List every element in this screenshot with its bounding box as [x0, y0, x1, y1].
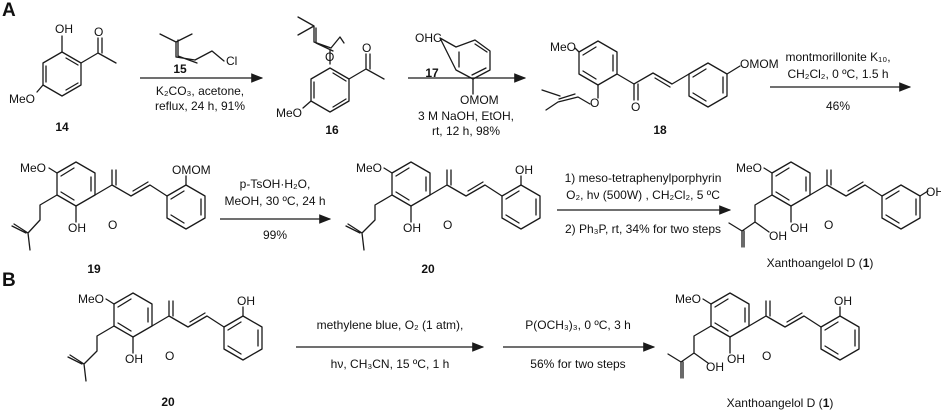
b-step1-conditions-line1: methylene blue, O₂ (1 atm),	[316, 318, 464, 332]
c18-omom-label: OMOM	[740, 57, 779, 71]
c20a-o-ketone-label: O	[443, 218, 453, 232]
compound-18-number: 18	[653, 123, 667, 137]
c19-omom-label: OMOM	[172, 163, 211, 177]
step4-conditions-line1: p-TsOH·H₂O,	[239, 177, 311, 191]
c20b-oh-label: OH	[125, 352, 143, 366]
c19-oh-label: OH	[68, 221, 86, 235]
b-step2-conditions-line2: 56% for two steps	[530, 357, 626, 371]
step5-conditions-line2: O₂, hν (500W) , CH₂Cl₂, 5 ºC	[566, 188, 720, 202]
c20a-meo-label: MeO	[356, 161, 383, 175]
xd-b-o-ketone-label: O	[762, 349, 772, 363]
xd-b-oh-chelated-label: OH	[727, 352, 745, 366]
c19-o-ketone-label: O	[108, 218, 118, 232]
step1-conditions-line2: reflux, 24 h, 91%	[154, 99, 246, 113]
b-step2-conditions-line1: P(OCH₃)₃, 0 ºC, 3 h	[525, 318, 631, 332]
xd-a-oh-phenol-label: OH	[926, 185, 941, 199]
compound-19-structure	[11, 161, 206, 251]
xanthoangelol-d-structure-b	[667, 292, 860, 379]
panel-label-b: B	[2, 270, 16, 291]
xanthoangelol-d-caption-b: Xanthoangelol D (1)	[726, 396, 834, 410]
compound-20-number-a: 20	[421, 262, 435, 276]
compound-20-number-b: 20	[161, 395, 175, 409]
compound-20-structure-a	[345, 161, 541, 251]
step4-yield: 99%	[262, 228, 288, 242]
compound-15-structure	[159, 33, 225, 64]
c20b-meo-label: MeO	[78, 292, 105, 306]
step5-conditions-line3: 2) Ph₃P, rt, 34% for two steps	[564, 222, 722, 236]
c18-meo-label: MeO	[550, 40, 577, 54]
xd-a-oh-chelated-label: OH	[790, 221, 808, 235]
c17-omom-label: OMOM	[460, 93, 499, 107]
step3-conditions-line2: CH₂Cl₂, 0 ºC, 1.5 h	[787, 67, 889, 81]
xd-b-name: Xanthoangelol D	[726, 396, 816, 410]
b-step1-conditions-line2: hν, CH₃CN, 15 ºC, 1 h	[330, 357, 450, 371]
c19-meo-label: MeO	[20, 161, 47, 175]
xd-a-oh-secondary-label: OH	[769, 229, 787, 243]
xd-b-oh-secondary-label: OH	[706, 360, 724, 374]
c14-oh-label: OH	[55, 22, 73, 36]
c16-o-ether-label: O	[325, 50, 335, 64]
compound-14-structure	[36, 35, 117, 97]
xd-b-number: 1	[822, 396, 830, 410]
c20a-oh-phenol-label: OH	[515, 163, 533, 177]
compound-16-structure	[297, 16, 385, 113]
c20b-oh-phenol-label: OH	[237, 294, 255, 308]
xanthoangelol-d-structure-a	[728, 161, 929, 248]
c15-cl-label: Cl	[226, 54, 238, 68]
compound-16-number: 16	[325, 123, 339, 137]
step2-conditions-line2: rt, 12 h, 98%	[431, 124, 501, 138]
panel-label-a: A	[2, 0, 16, 21]
step3-conditions-line1: montmorillonite K₁₀,	[785, 50, 891, 64]
c14-meo-label: MeO	[9, 92, 36, 106]
compound-17-structure	[439, 37, 491, 95]
c18-o-ketone-label: O	[631, 100, 641, 114]
xd-b-oh-phenol-label: OH	[834, 294, 852, 308]
c17-ohc-label: OHC	[415, 31, 442, 45]
step1-conditions-line1: K₂CO₃, acetone,	[155, 84, 245, 98]
compound-20-structure-b	[67, 292, 263, 382]
c20a-oh-label: OH	[403, 221, 421, 235]
xd-a-number: 1	[862, 256, 870, 270]
c18-o-ether-label: O	[590, 96, 600, 110]
step2-conditions-line1: 3 M NaOH, EtOH,	[417, 109, 515, 123]
xd-b-meo-label: MeO	[675, 292, 702, 306]
compound-18-structure	[541, 40, 741, 111]
c14-o-label: O	[94, 25, 104, 39]
xd-a-name: Xanthoangelol D	[766, 256, 856, 270]
step3-yield: 46%	[825, 99, 851, 113]
c16-o-ketone-label: O	[362, 41, 372, 55]
step2-reagent-number: 17	[425, 66, 439, 80]
compound-14-number: 14	[55, 120, 69, 134]
xd-a-meo-label: MeO	[736, 161, 763, 175]
step4-conditions-line2: MeOH, 30 ºC, 24 h	[224, 194, 326, 208]
c20b-o-ketone-label: O	[165, 349, 175, 363]
c16-meo-label: MeO	[276, 106, 303, 120]
compound-19-number: 19	[87, 262, 101, 276]
xanthoangelol-d-caption-a: Xanthoangelol D (1)	[766, 256, 874, 270]
step5-conditions-line1: 1) meso-tetraphenylporphyrin	[564, 171, 722, 185]
step1-reagent-number: 15	[173, 62, 187, 76]
xd-a-o-ketone-label: O	[824, 218, 834, 232]
